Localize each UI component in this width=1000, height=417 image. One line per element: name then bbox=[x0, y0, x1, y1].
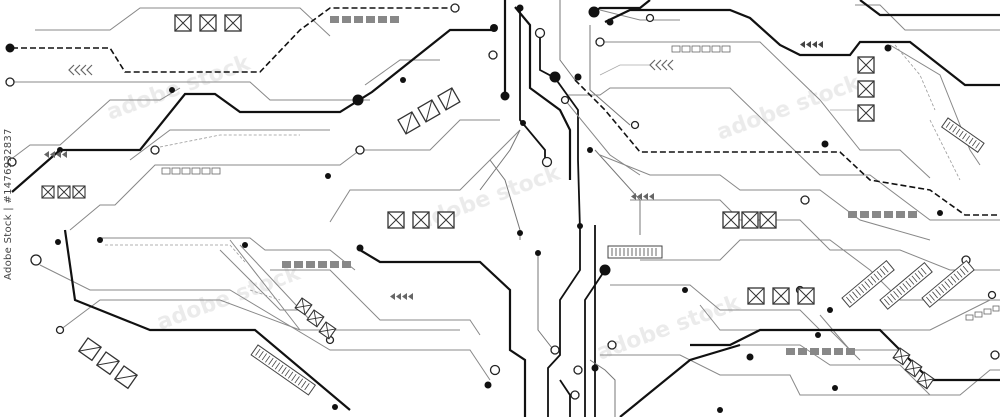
chip-xbox-row-small-left bbox=[41, 185, 86, 199]
watermark-text: adobe stock bbox=[104, 50, 255, 125]
chip-xbox-row-top-left bbox=[174, 14, 242, 32]
stock-id-label: Adobe Stock | #1476932837 bbox=[3, 128, 14, 280]
connector-strips-triple-right bbox=[841, 260, 975, 310]
dashed-bold-trace-right bbox=[574, 79, 1000, 216]
connector-strip-bottom-left bbox=[250, 344, 317, 396]
connector-strip-top-right bbox=[940, 117, 985, 153]
pad-row-mid-right bbox=[848, 211, 917, 218]
watermark-text: adobe stock bbox=[154, 260, 305, 335]
open-nodes bbox=[5, 3, 1000, 400]
chip-xbox-diagonal-bottom-right bbox=[892, 347, 935, 390]
chip-xbox-diagonal-top bbox=[397, 87, 461, 135]
filled-nodes bbox=[5, 4, 943, 413]
chip-xbox-diagonal-bottom-left bbox=[78, 337, 138, 389]
watermark-pattern: adobe stock adobe stock adobe stock adob… bbox=[104, 50, 865, 365]
chip-xbox-column-right bbox=[857, 56, 875, 122]
pad-row-outline-right bbox=[671, 45, 731, 53]
chevron-left-icon bbox=[649, 59, 674, 71]
pad-row-center-left bbox=[282, 261, 351, 268]
pad-row-top bbox=[330, 16, 399, 23]
dashed-traces-right bbox=[894, 44, 961, 181]
bold-traces-left bbox=[11, 0, 572, 417]
chevron-left-icon bbox=[44, 151, 67, 158]
thin-traces-right bbox=[564, 4, 1000, 396]
bold-traces-right bbox=[589, 0, 1000, 417]
chip-xbox-row-center-left bbox=[387, 211, 455, 229]
watermark-text: adobe stock bbox=[714, 70, 865, 145]
chip-xbox-row-mid-right bbox=[722, 211, 777, 229]
connector-strip-center-right bbox=[607, 245, 663, 259]
pad-row-outline-left bbox=[161, 167, 221, 175]
center-traces bbox=[479, 0, 641, 417]
pad-row-outline-edge bbox=[965, 305, 1000, 321]
chevron-left-icon bbox=[631, 193, 654, 200]
chevron-left-icon bbox=[800, 41, 823, 48]
chip-xbox-row-lower-right bbox=[747, 287, 815, 305]
pad-row-bottom-right bbox=[786, 348, 855, 355]
watermark-text: adobe stock bbox=[594, 290, 745, 365]
dashed-traces-left bbox=[105, 134, 300, 301]
thin-traces-left bbox=[9, 7, 521, 381]
dashed-bold-trace-left bbox=[12, 7, 450, 73]
chevron-left-icon bbox=[390, 293, 413, 300]
watermark-text: adobe stock bbox=[414, 160, 565, 235]
chevron-left-icon bbox=[68, 64, 93, 76]
